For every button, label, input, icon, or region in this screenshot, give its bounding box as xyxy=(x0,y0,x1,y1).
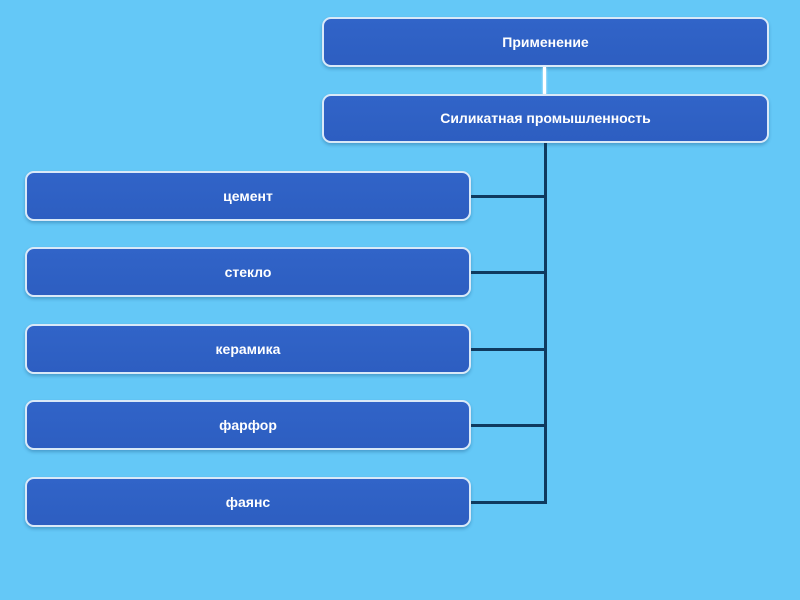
node-fayans[interactable]: фаянс xyxy=(25,477,471,527)
connector-branch-keramika xyxy=(470,348,547,351)
node-farfor-label: фарфор xyxy=(219,416,277,433)
connector-trunk xyxy=(544,143,547,504)
node-primenenie-label: Применение xyxy=(502,33,589,50)
node-steklo-label: стекло xyxy=(224,263,272,280)
node-cement-label: цемент xyxy=(223,187,273,204)
node-keramika[interactable]: керамика xyxy=(25,324,471,374)
node-silikatnaya-promyshlennost-label: Силикатная промышленность xyxy=(440,110,651,127)
node-farfor[interactable]: фарфор xyxy=(25,400,471,450)
node-steklo[interactable]: стекло xyxy=(25,247,471,297)
node-primenenie[interactable]: Применение xyxy=(322,17,769,67)
node-keramika-label: керамика xyxy=(215,340,281,357)
connector-root-to-branch xyxy=(543,67,546,95)
connector-branch-cement xyxy=(470,195,547,198)
node-cement[interactable]: цемент xyxy=(25,171,471,221)
node-fayans-label: фаянс xyxy=(225,493,271,510)
connector-branch-fayans xyxy=(470,501,547,504)
node-silikatnaya-promyshlennost[interactable]: Силикатная промышленность xyxy=(322,94,769,143)
connector-branch-farfor xyxy=(470,424,547,427)
connector-branch-steklo xyxy=(470,271,547,274)
